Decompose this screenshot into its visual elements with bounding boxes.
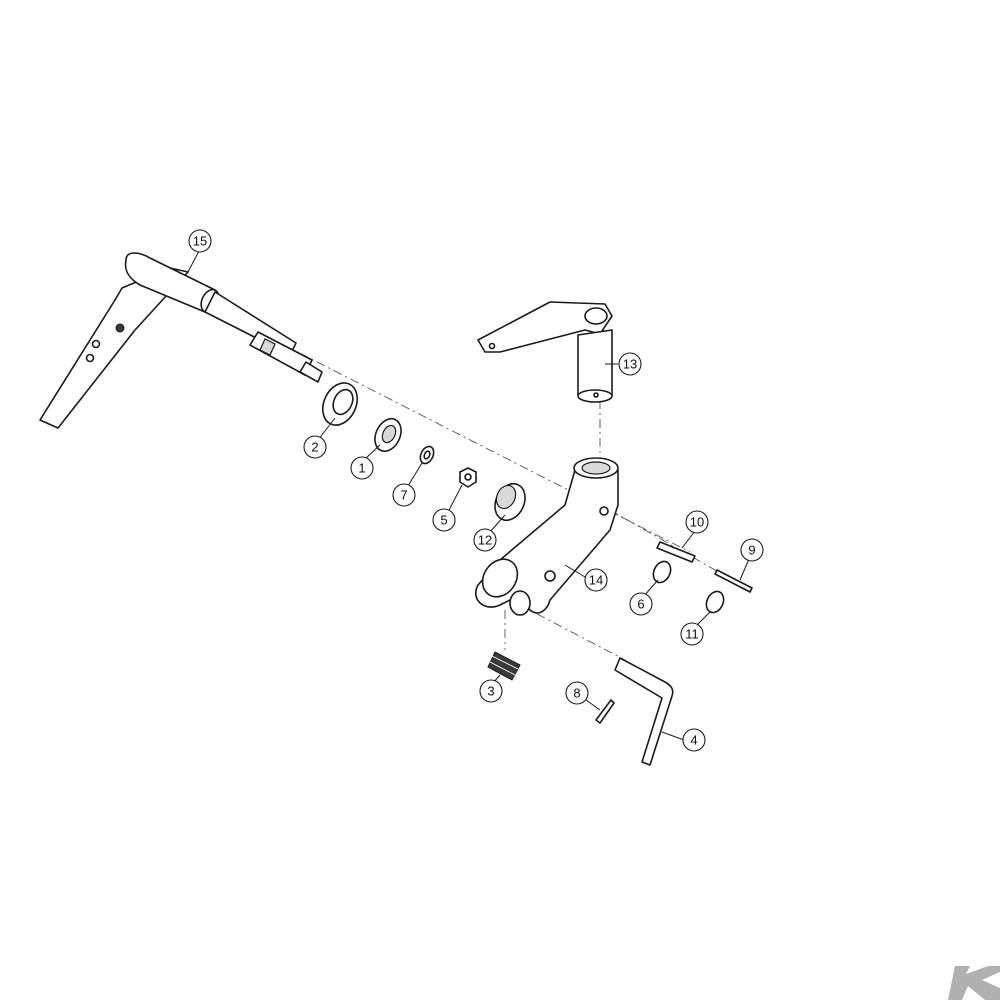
callout-6-label: 6 — [637, 597, 644, 612]
callout-11: 11 — [680, 622, 704, 646]
callout-12-label: 12 — [478, 533, 492, 548]
part-6-ring — [652, 560, 672, 584]
part-3-spring — [487, 651, 521, 681]
callout-14: 14 — [584, 568, 608, 592]
callout-7-label: 7 — [400, 488, 407, 503]
part-5-nut — [459, 467, 477, 488]
part-11-ring — [705, 590, 725, 614]
callout-1-label: 1 — [358, 461, 365, 476]
callout-12: 12 — [473, 528, 497, 552]
callout-10-label: 10 — [690, 515, 704, 530]
part-9-pin — [714, 569, 753, 593]
callout-9-label: 9 — [748, 543, 755, 558]
callout-1: 1 — [350, 456, 374, 480]
part-15-lever-shaft — [39, 252, 323, 429]
callout-8: 8 — [565, 681, 589, 705]
callout-13: 13 — [618, 352, 642, 376]
callout-6: 6 — [629, 592, 653, 616]
callout-3-label: 3 — [487, 684, 494, 699]
callout-15-label: 15 — [193, 234, 207, 249]
callout-8-label: 8 — [573, 686, 580, 701]
part-14-arm — [475, 457, 619, 616]
callout-5: 5 — [432, 508, 456, 532]
part-1-bearing — [374, 417, 402, 453]
callout-13-label: 13 — [623, 357, 637, 372]
part-10-pin — [656, 541, 696, 563]
callout-10: 10 — [685, 510, 709, 534]
brand-logo — [948, 966, 1000, 1000]
callout-2-label: 2 — [311, 440, 318, 455]
callout-4: 4 — [682, 728, 706, 752]
part-2-bearing-cup — [321, 382, 359, 426]
callout-15: 15 — [188, 229, 212, 253]
part-4-rod — [614, 657, 674, 766]
part-7-washer — [419, 445, 435, 465]
part-13-bracket-pin — [477, 301, 613, 403]
leader-lines — [187, 248, 750, 741]
part-12-cap — [494, 482, 526, 522]
callout-2: 2 — [303, 435, 327, 459]
callout-11-label: 11 — [685, 627, 699, 642]
callout-9: 9 — [740, 538, 764, 562]
part-8-pin — [595, 699, 615, 724]
callout-7: 7 — [392, 483, 416, 507]
callout-14-label: 14 — [589, 573, 603, 588]
callout-4-label: 4 — [690, 733, 697, 748]
callout-5-label: 5 — [440, 513, 447, 528]
callout-3: 3 — [479, 679, 503, 703]
